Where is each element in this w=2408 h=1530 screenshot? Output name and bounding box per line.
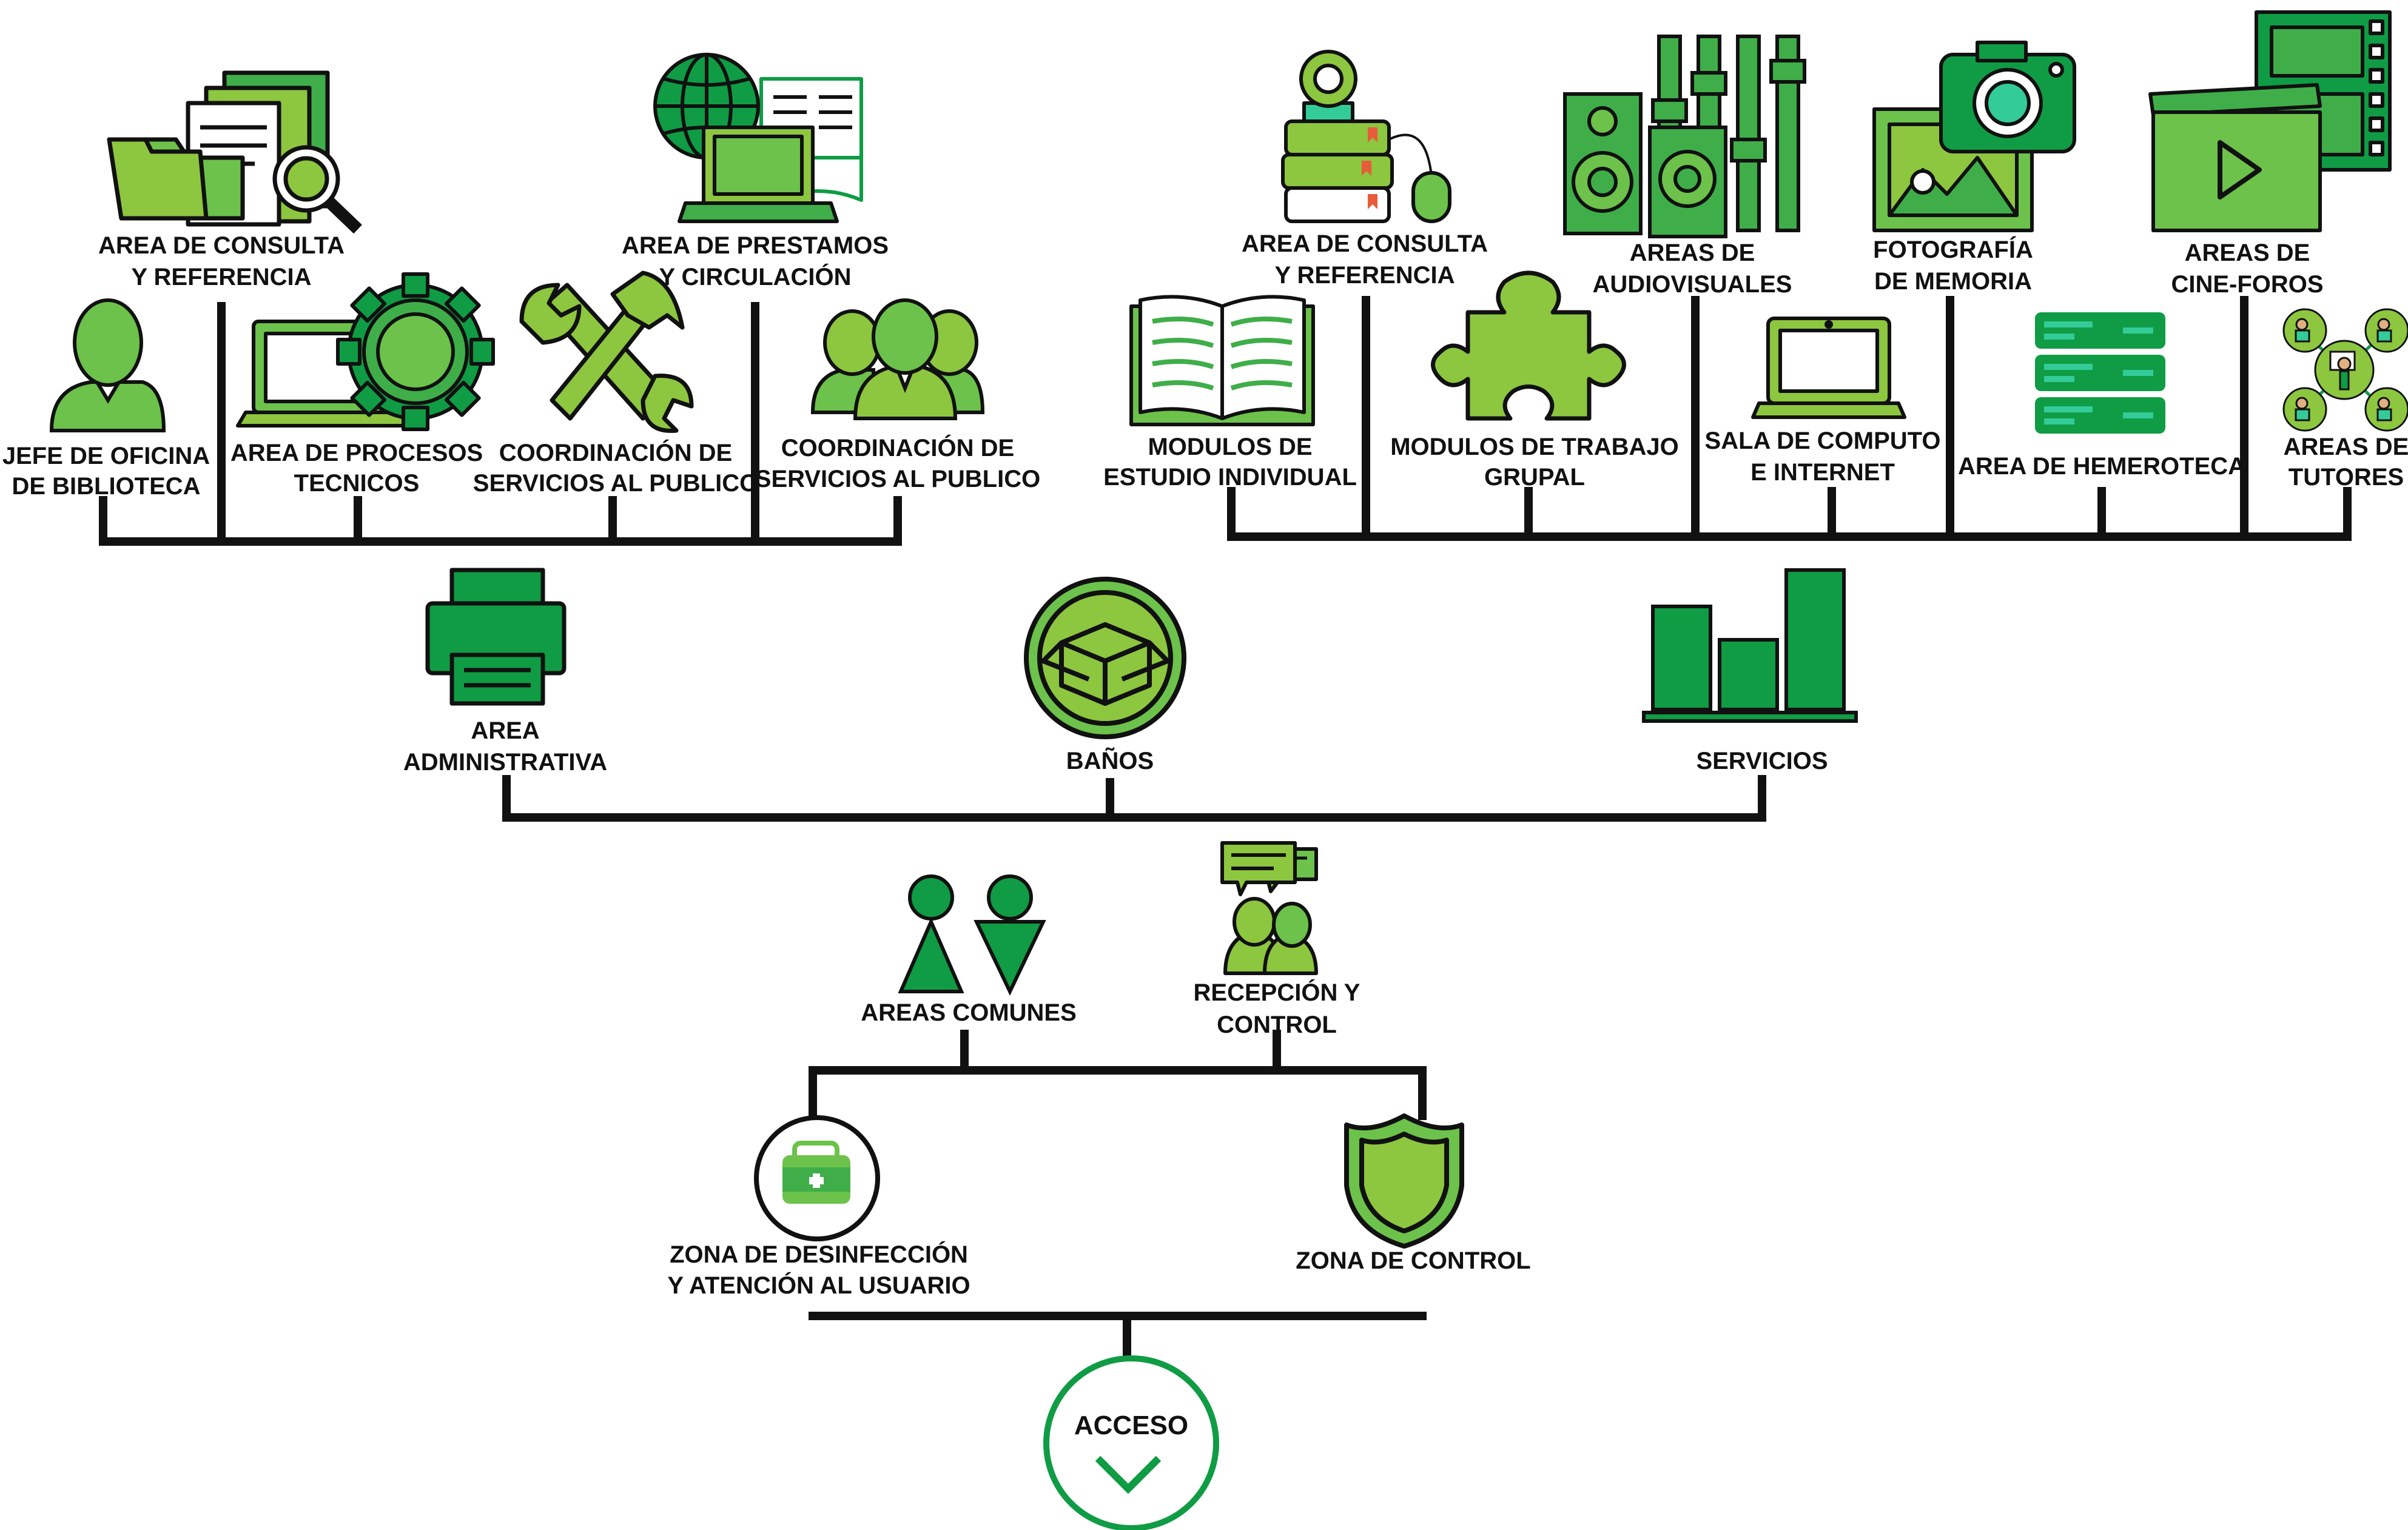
wrench-hammer-icon xyxy=(519,270,694,433)
group-people-icon xyxy=(810,298,985,420)
coord2-label-1: COORDINACIÓN DE xyxy=(781,434,1014,461)
labels-top-left: AREA DE CONSULTA Y REFERENCIA AREA DE PR… xyxy=(2,232,1040,500)
consulta-right-label-1: AREA DE CONSULTA xyxy=(1242,230,1488,257)
consulta-left-label-2: Y REFERENCIA xyxy=(131,264,311,290)
banos-label: BAÑOS xyxy=(1066,747,1154,774)
open-book-icon xyxy=(1129,295,1315,426)
first-aid-kit-icon xyxy=(754,1115,880,1241)
admin-label-1: AREA xyxy=(471,717,539,744)
procesos-label-1: AREA DE PROCESOS xyxy=(230,440,483,466)
tutores-label-2: TUTORES xyxy=(2289,464,2404,491)
sala-label-1: SALA DE COMPUTO xyxy=(1705,428,1941,454)
cineforos-label-1: AREAS DE xyxy=(2185,240,2310,266)
modulos-ind-label-2: ESTUDIO INDIVIDUAL xyxy=(1103,464,1357,491)
modulos-grp-label-1: MODULOS DE TRABAJO xyxy=(1390,434,1679,460)
bar-chart-icon xyxy=(1642,568,1858,723)
camera-photo-icon xyxy=(1872,41,2076,232)
fotografia-label-2: DE MEMORIA xyxy=(1874,268,2032,295)
audiovisuales-label-2: AUDIOVISUALES xyxy=(1593,271,1792,298)
prestamos-label-2: Y CIRCULACIÓN xyxy=(659,263,851,290)
coord1-label-2: SERVICIOS AL PUBLICO xyxy=(473,470,758,497)
folder-documents-search-icon xyxy=(107,70,362,234)
film-clapper-icon xyxy=(2148,10,2392,232)
shield-icon xyxy=(1344,1113,1464,1249)
audiovisuales-label-1: AREAS DE xyxy=(1630,240,1755,266)
desinfeccion-label-2: Y ATENCIÓN AL USUARIO xyxy=(667,1271,970,1299)
prestamos-label-1: AREA DE PRESTAMOS xyxy=(622,232,889,259)
comunes-label: AREAS COMUNES xyxy=(861,999,1077,1026)
books-webcam-mouse-icon xyxy=(1281,50,1451,223)
restroom-figures-icon xyxy=(898,874,1046,996)
consulta-right-label-2: Y REFERENCIA xyxy=(1274,262,1455,289)
control-label: ZONA DE CONTROL xyxy=(1296,1247,1530,1274)
server-stack-icon xyxy=(2035,312,2165,434)
desinfeccion-label-1: ZONA DE DESINFECCIÓN xyxy=(670,1240,968,1268)
printer-icon xyxy=(425,568,567,706)
connector-lines xyxy=(99,296,2352,1363)
cineforos-label-2: CINE-FOROS xyxy=(2171,271,2323,298)
globe-laptop-book-icon xyxy=(653,53,863,223)
labels-lower: AREAS COMUNES RECEPCIÓN Y CONTROL ZONA D… xyxy=(667,978,1530,1299)
box-circle-icon xyxy=(1024,577,1186,739)
sala-label-2: E INTERNET xyxy=(1751,459,1895,486)
person-icon xyxy=(49,298,166,432)
recepcion-label-2: CONTROL xyxy=(1217,1012,1337,1038)
modulos-ind-label-1: MODULOS DE xyxy=(1148,434,1312,460)
fotografia-label-1: FOTOGRAFÍA xyxy=(1873,236,2033,263)
acceso-button[interactable]: ACCESO xyxy=(1043,1355,1219,1530)
chevron-down-icon xyxy=(1095,1455,1162,1494)
speakers-equalizer-icon xyxy=(1563,35,1806,238)
consulta-left-label-1: AREA DE CONSULTA xyxy=(98,232,345,259)
labels-middle: AREA ADMINISTRATIVA BAÑOS SERVICIOS xyxy=(403,717,1828,776)
laptop-gear-icon xyxy=(236,272,495,431)
tutoring-network-icon xyxy=(2282,308,2408,432)
laptop-icon xyxy=(1751,317,1906,419)
jefe-label-1: JEFE DE OFICINA xyxy=(2,443,210,469)
admin-label-2: ADMINISTRATIVA xyxy=(403,749,607,776)
recepcion-label-1: RECEPCIÓN Y xyxy=(1194,978,1360,1006)
coord2-label-2: SERVICIOS AL PUBLICO xyxy=(755,466,1040,492)
tutores-label-1: AREAS DE xyxy=(2284,434,2408,460)
coord1-label-1: COORDINACIÓN DE xyxy=(499,438,732,466)
modulos-grp-label-2: GRUPAL xyxy=(1484,464,1585,491)
labels-top-right: AREA DE CONSULTA Y REFERENCIA AREAS DE A… xyxy=(1103,230,2408,491)
procesos-label-2: TECNICOS xyxy=(294,470,420,497)
puzzle-piece-icon xyxy=(1431,270,1626,421)
acceso-label: ACCESO xyxy=(1074,1411,1188,1440)
servicios-label: SERVICIOS xyxy=(1696,748,1828,774)
people-chat-icon xyxy=(1220,841,1318,975)
jefe-label-2: DE BIBLIOTECA xyxy=(12,473,200,500)
hemeroteca-label: AREA DE HEMEROTECA xyxy=(1958,453,2245,480)
